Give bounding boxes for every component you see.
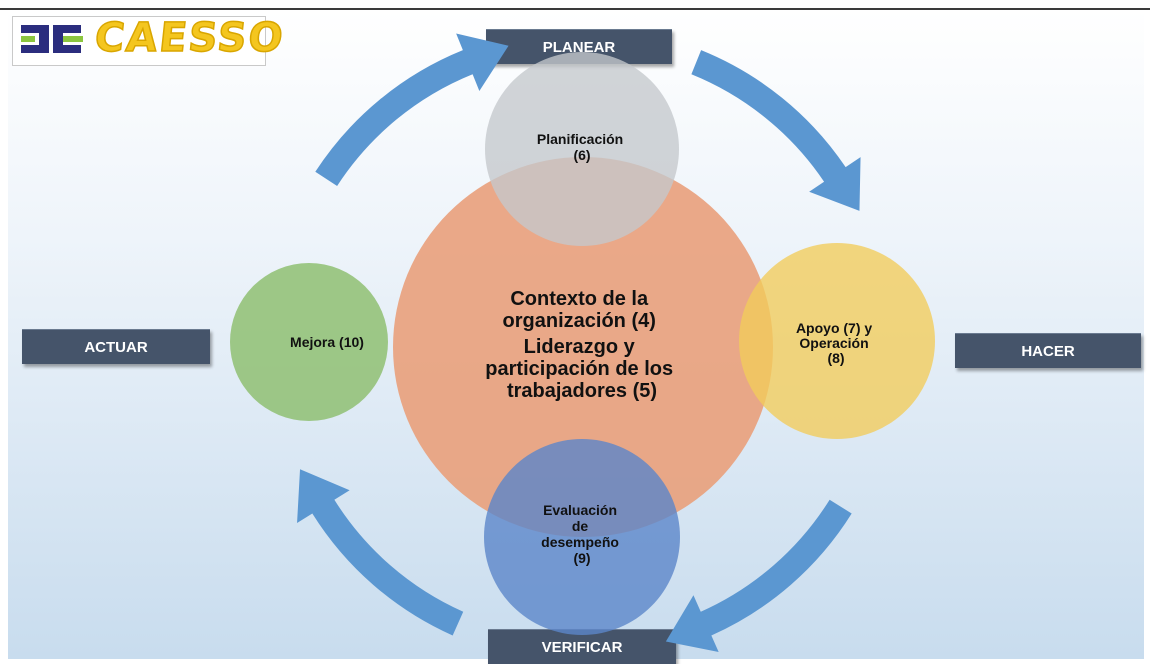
evaluacion-line-3: desempeño	[541, 534, 619, 550]
apoyo-line-1: Apoyo (7) y	[796, 320, 872, 336]
circle-center	[393, 157, 773, 537]
arrow-planear-to-hacer	[691, 50, 861, 211]
evaluacion-text: Evaluación de desempeño (9)	[541, 502, 623, 566]
mejora-line-1: Mejora (10)	[290, 334, 364, 350]
arrow-verificar-to-actuar	[297, 469, 464, 636]
center-text: Contexto de la organización (4) Liderazg…	[485, 288, 678, 402]
arrow-hacer-to-verificar	[665, 499, 852, 652]
circle-mejora	[230, 263, 388, 421]
apoyo-line-3: (8)	[827, 350, 844, 366]
center-line-1: Contexto de la	[510, 288, 649, 310]
center-line-2: organización (4)	[503, 310, 656, 332]
apoyo-text: Apoyo (7) y Operación (8)	[796, 320, 876, 366]
center-line-4: participación de los	[485, 358, 673, 380]
evaluacion-line-1: Evaluación	[543, 502, 617, 518]
logo-mark-icon	[21, 25, 83, 53]
center-line-3: Liderazgo y	[524, 336, 636, 358]
center-line-5: trabajadores (5)	[507, 380, 657, 402]
caesso-logo: CAESSO	[12, 14, 288, 66]
planificacion-line-2: (6)	[573, 147, 590, 163]
phase-label-actuar: ACTUAR	[22, 329, 210, 364]
circle-planificacion	[485, 52, 679, 246]
arrow-actuar-to-planear	[315, 33, 509, 186]
top-rule	[0, 8, 1150, 10]
circle-evaluacion	[484, 439, 680, 635]
evaluacion-line-2: de	[572, 518, 589, 534]
evaluacion-line-4: (9)	[573, 550, 590, 566]
phase-label-hacer: HACER	[955, 333, 1141, 368]
mejora-text: Mejora (10)	[290, 334, 364, 350]
apoyo-line-2: Operación	[799, 335, 868, 351]
circle-apoyo-operacion	[739, 243, 935, 439]
planificacion-line-1: Planificación	[537, 131, 623, 147]
planificacion-text: Planificación (6)	[537, 131, 627, 163]
